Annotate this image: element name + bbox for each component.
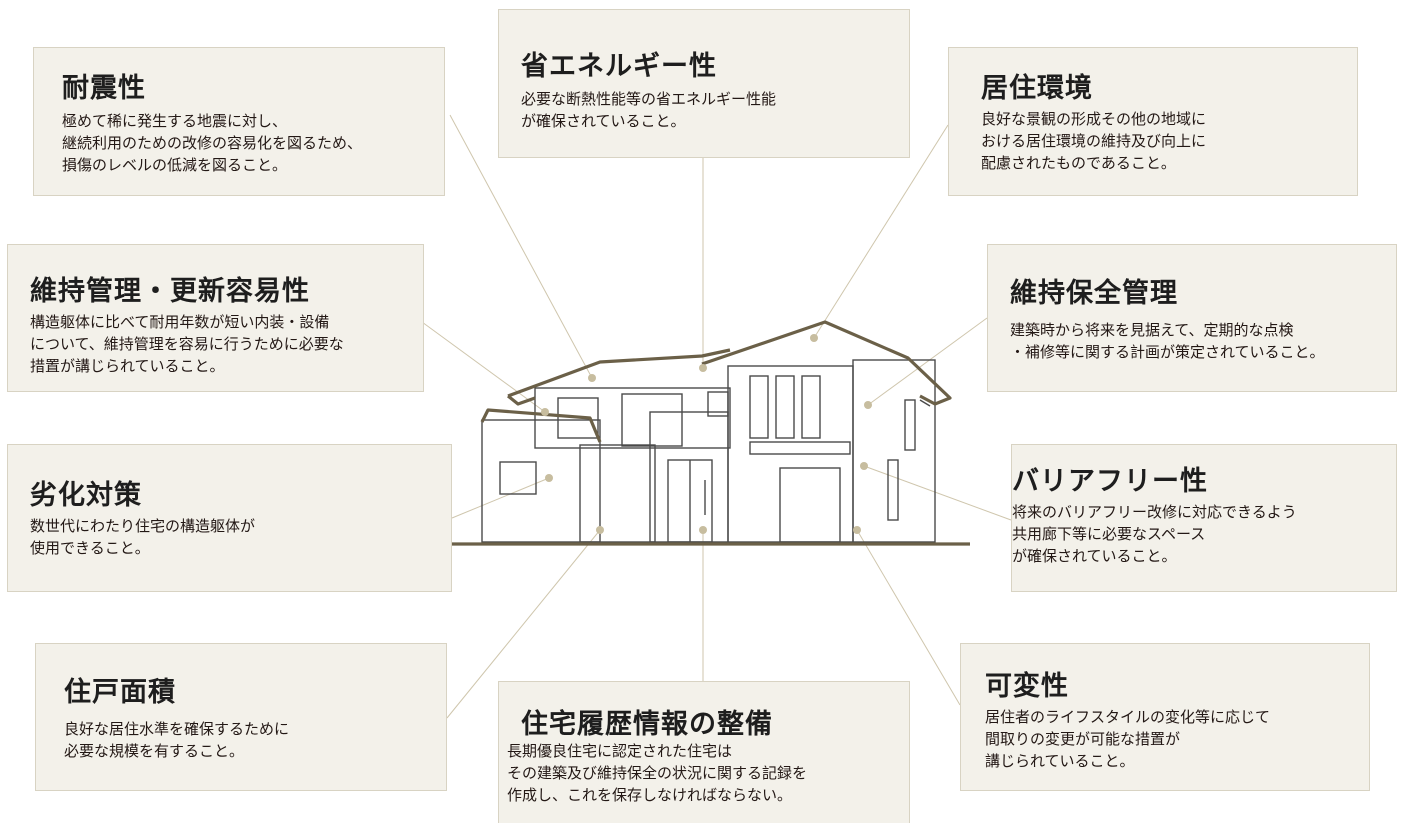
connector-variability bbox=[856, 529, 961, 706]
feature-text: 極めて稀に発生する地震に対し、 継続利用のための改修の容易化を図るため、 損傷の… bbox=[62, 112, 363, 174]
feature-title: バリアフリー性 bbox=[1012, 466, 1208, 497]
feature-title: 維持管理・更新容易性 bbox=[30, 276, 310, 307]
house-roof-left bbox=[507, 348, 731, 398]
feature-box-deterioration: 劣化対策 数世代にわたり住宅の構造躯体が 使用できること。 bbox=[7, 444, 452, 592]
feature-text: 数世代にわたり住宅の構造躯体が 使用できること。 bbox=[30, 517, 256, 557]
feature-box-variability: 可変性 居住者のライフスタイルの変化等に応じて 間取りの変更が可能な措置が 講じ… bbox=[960, 643, 1370, 791]
house-garage bbox=[779, 467, 841, 543]
feature-title: 耐震性 bbox=[62, 73, 146, 104]
feature-text: 構造躯体に比べて耐用年数が短い内装・設備 について、維持管理を容易に行うために必… bbox=[30, 313, 344, 375]
connector-maintenance-plan bbox=[867, 317, 988, 406]
feature-box-maintenance-plan: 維持保全管理 建築時から将来を見据えて、定期的な点検 ・補修等に関する計画が策定… bbox=[987, 244, 1397, 392]
connector-floor-area bbox=[446, 529, 601, 719]
feature-text: 長期優良住宅に認定された住宅は その建築及び維持保全の状況に関する記録を 作成し… bbox=[507, 742, 808, 804]
feature-title: 居住環境 bbox=[981, 73, 1093, 104]
feature-box-energy: 省エネルギー性 必要な断熱性能等の省エネルギー性能 が確保されていること。 bbox=[498, 9, 910, 158]
feature-text: 将来のバリアフリー改修に対応できるよう 共用廊下等に必要なスペース が確保されて… bbox=[1012, 503, 1297, 565]
feature-text: 必要な断熱性能等の省エネルギー性能 が確保されていること。 bbox=[521, 90, 777, 130]
connector-maintenance-ease bbox=[421, 321, 546, 413]
feature-box-barrier-free: バリアフリー性 将来のバリアフリー改修に対応できるよう 共用廊下等に必要なスペー… bbox=[1011, 444, 1397, 592]
feature-box-maintenance-ease: 維持管理・更新容易性 構造躯体に比べて耐用年数が短い内装・設備 について、維持管… bbox=[7, 244, 424, 392]
connector-deterioration bbox=[451, 477, 550, 519]
feature-title: 維持保全管理 bbox=[1010, 278, 1178, 309]
feature-text: 良好な景観の形成その他の地域に おける居住環境の維持及び向上に 配慮されたもので… bbox=[981, 110, 1207, 172]
house-balcony bbox=[749, 441, 851, 455]
connector-environment bbox=[813, 124, 949, 339]
feature-title: 住宅履歴情報の整備 bbox=[521, 709, 773, 740]
house-upper-body bbox=[534, 387, 731, 449]
house-left-wing bbox=[481, 419, 601, 543]
feature-title: 可変性 bbox=[985, 671, 1069, 702]
feature-text: 建築時から将来を見据えて、定期的な点検 ・補修等に関する計画が策定されていること… bbox=[1010, 321, 1325, 361]
feature-box-environment: 居住環境 良好な景観の形成その他の地域に おける居住環境の維持及び向上に 配慮さ… bbox=[948, 47, 1358, 196]
house-far-right bbox=[852, 359, 936, 543]
house-roof-right bbox=[701, 320, 952, 406]
feature-box-floor-area: 住戸面積 良好な居住水準を確保するために 必要な規模を有すること。 bbox=[35, 643, 447, 791]
house-entry-block bbox=[649, 411, 729, 543]
feature-title: 省エネルギー性 bbox=[521, 51, 717, 82]
house-window-left bbox=[499, 461, 537, 495]
feature-box-seismic: 耐震性 極めて稀に発生する地震に対し、 継続利用のための改修の容易化を図るため、… bbox=[33, 47, 445, 196]
feature-text: 居住者のライフスタイルの変化等に応じて 間取りの変更が可能な措置が 講じられてい… bbox=[985, 708, 1271, 770]
house-middle-section bbox=[579, 444, 656, 543]
feature-title: 住戸面積 bbox=[64, 677, 176, 708]
house-illustration bbox=[450, 320, 970, 546]
feature-text: 良好な居住水準を確保するために 必要な規模を有すること。 bbox=[64, 720, 290, 760]
connector-seismic bbox=[449, 114, 593, 379]
feature-title: 劣化対策 bbox=[30, 480, 142, 511]
feature-box-history: 住宅履歴情報の整備 長期優良住宅に認定された住宅は その建築及び維持保全の状況に… bbox=[498, 681, 910, 823]
